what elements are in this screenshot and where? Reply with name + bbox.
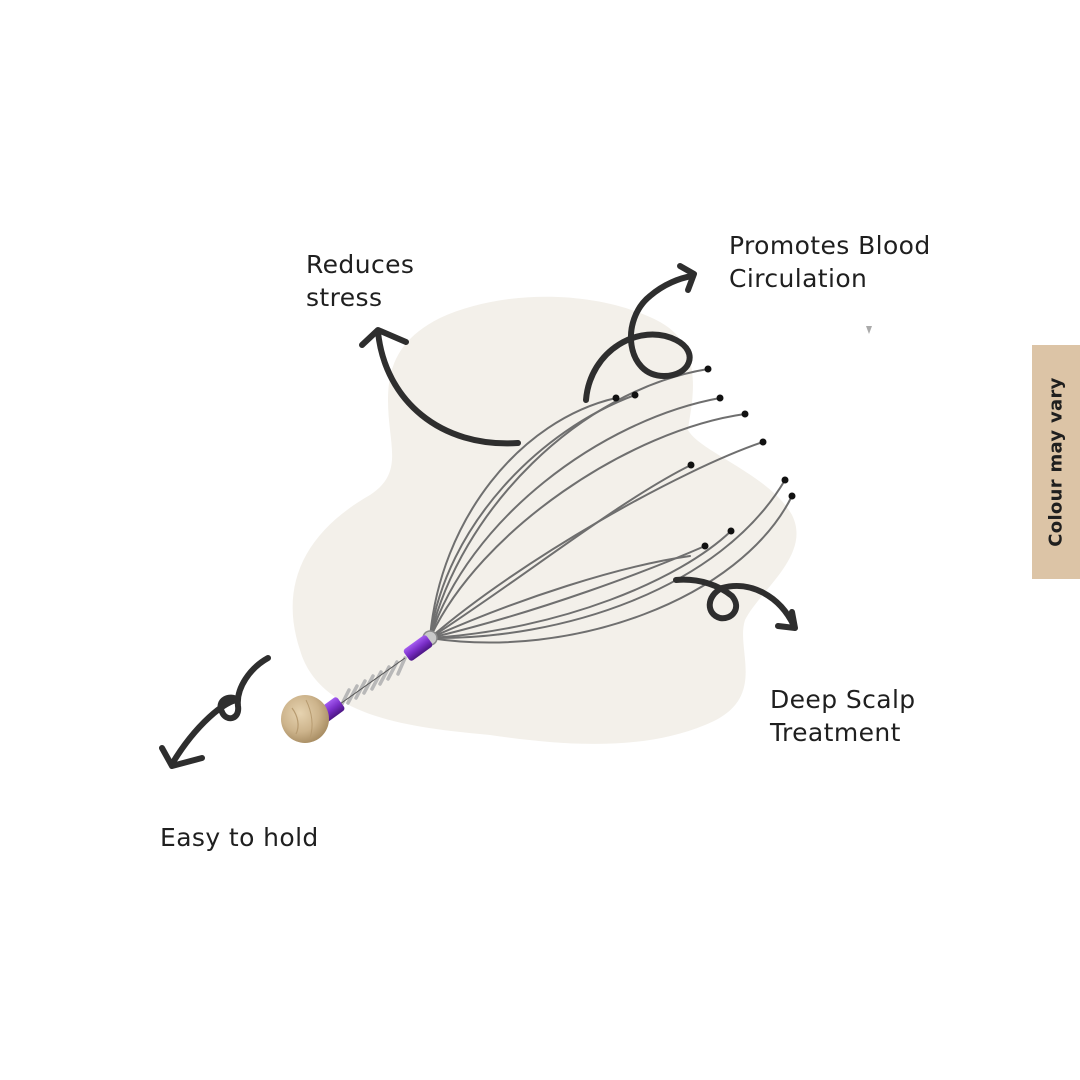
arrow-circulation-icon <box>583 273 695 403</box>
feature-label-easy-to-hold: Easy to hold <box>160 821 319 854</box>
feature-label-blood-circulation: Promotes Blood Circulation <box>729 229 931 295</box>
feature-label-line: stress <box>306 283 383 312</box>
feature-label-line: Deep Scalp <box>770 685 916 714</box>
background-blob <box>292 296 797 744</box>
wooden-ball-icon <box>281 695 329 743</box>
feature-label-line: Circulation <box>729 264 868 293</box>
arrow-deep-scalp-icon <box>673 576 797 629</box>
arrow-reduces-stress-icon <box>375 329 521 447</box>
arrow-easy-to-hold-icon <box>169 655 271 767</box>
feature-label-line: Treatment <box>770 718 901 747</box>
colour-may-vary-label: Colour may vary <box>1045 377 1067 547</box>
feature-label-line: Easy to hold <box>160 823 319 852</box>
massager-handle <box>281 630 438 743</box>
colour-may-vary-tab: Colour may vary <box>1032 345 1080 579</box>
small-mark <box>866 326 872 334</box>
feature-label-reduces-stress: Reduces stress <box>306 248 414 314</box>
massager-wires <box>429 368 793 644</box>
wire-tips <box>612 365 796 550</box>
feature-label-deep-scalp-treatment: Deep Scalp Treatment <box>770 683 916 749</box>
callout-arrows <box>159 263 798 769</box>
feature-label-line: Promotes Blood <box>729 231 931 260</box>
feature-label-line: Reduces <box>306 250 415 279</box>
